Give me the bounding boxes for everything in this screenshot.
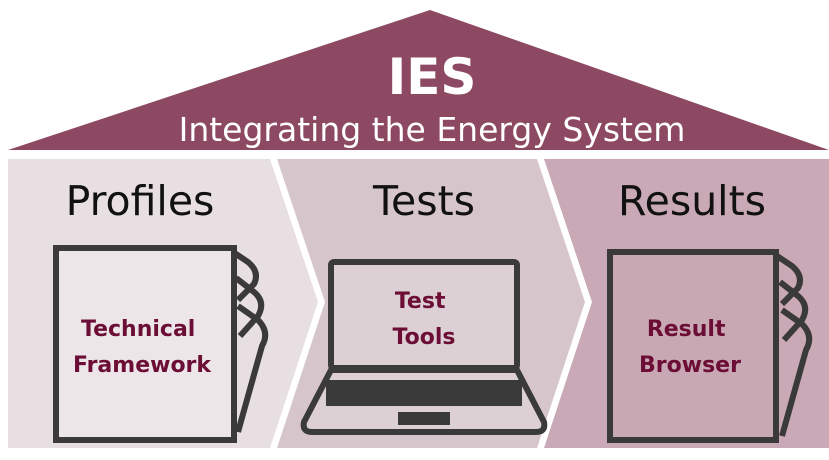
page-curl-2 xyxy=(234,275,265,339)
column-title-profiles: Profiles xyxy=(66,177,215,225)
column-title-tests: Tests xyxy=(372,177,475,225)
laptop-icon xyxy=(300,259,548,435)
document-stack-icon xyxy=(607,249,813,443)
document-stack-icon xyxy=(53,245,269,443)
item-line: Technical xyxy=(81,317,195,342)
column-title-results: Results xyxy=(618,177,766,225)
item-label-result-browser: Result Browser xyxy=(639,317,741,378)
item-label-test-tools: Test Tools xyxy=(393,289,456,350)
page-curl-1 xyxy=(772,251,803,307)
front-page xyxy=(53,245,237,443)
roof-title: IES xyxy=(388,48,477,106)
page-curl-3 xyxy=(235,303,269,433)
page-curl-1 xyxy=(228,247,259,303)
item-line: Tools xyxy=(393,325,456,350)
laptop-screen xyxy=(328,259,520,371)
page-curl-2 xyxy=(778,279,809,343)
laptop-keyboard xyxy=(326,380,522,406)
item-line: Result xyxy=(647,317,726,342)
item-line: Browser xyxy=(639,353,741,378)
front-page xyxy=(607,249,779,443)
item-line: Framework xyxy=(73,353,212,378)
item-line: Test xyxy=(395,289,446,314)
item-label-technical-framework: Technical Framework xyxy=(73,317,212,378)
roof-triangle xyxy=(8,10,829,150)
page-curl-3 xyxy=(779,307,813,437)
laptop-touchpad xyxy=(398,412,450,425)
roof-subtitle: Integrating the Energy System xyxy=(179,110,686,149)
